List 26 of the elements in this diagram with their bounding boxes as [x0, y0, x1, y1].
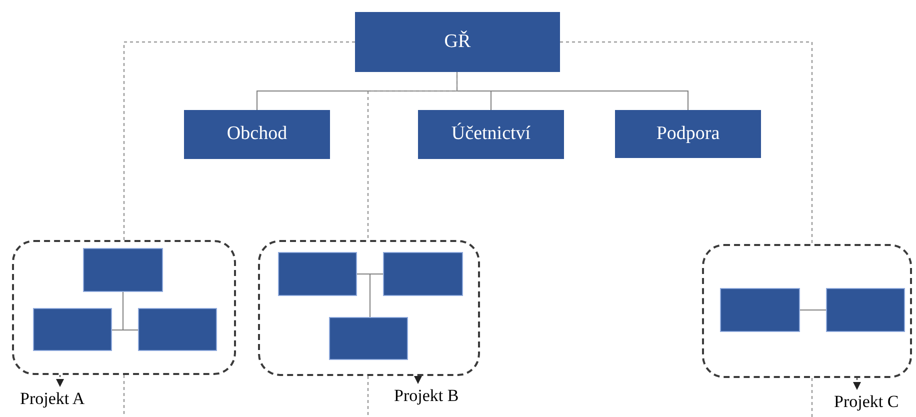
project-group-frame — [702, 244, 912, 378]
arrow — [56, 374, 64, 387]
org-unit-box — [278, 252, 357, 296]
org-unit-box — [720, 288, 800, 332]
project-caption: Projekt C — [834, 389, 914, 413]
org-unit-box: Účetnictví — [418, 110, 564, 159]
org-unit-box — [83, 248, 163, 292]
org-unit-box: Podpora — [615, 110, 761, 158]
connector-line — [122, 292, 138, 330]
org-unit-box — [826, 288, 905, 332]
arrow — [853, 378, 861, 390]
arrow — [414, 376, 422, 384]
connector-line — [368, 72, 458, 240]
project-group-frame — [258, 240, 480, 376]
project-group-frame — [12, 240, 236, 375]
org-unit-box — [329, 317, 408, 360]
org-unit-box — [138, 308, 217, 351]
org-unit-box — [33, 308, 112, 351]
org-unit-box: GŘ — [355, 12, 560, 72]
project-caption: Projekt B — [394, 383, 474, 407]
org-unit-box: Obchod — [184, 110, 330, 159]
org-unit-box — [383, 252, 463, 296]
connector-line — [370, 274, 384, 318]
connector-line — [124, 42, 356, 240]
project-caption: Projekt A — [20, 386, 110, 410]
connector-line — [560, 42, 812, 244]
